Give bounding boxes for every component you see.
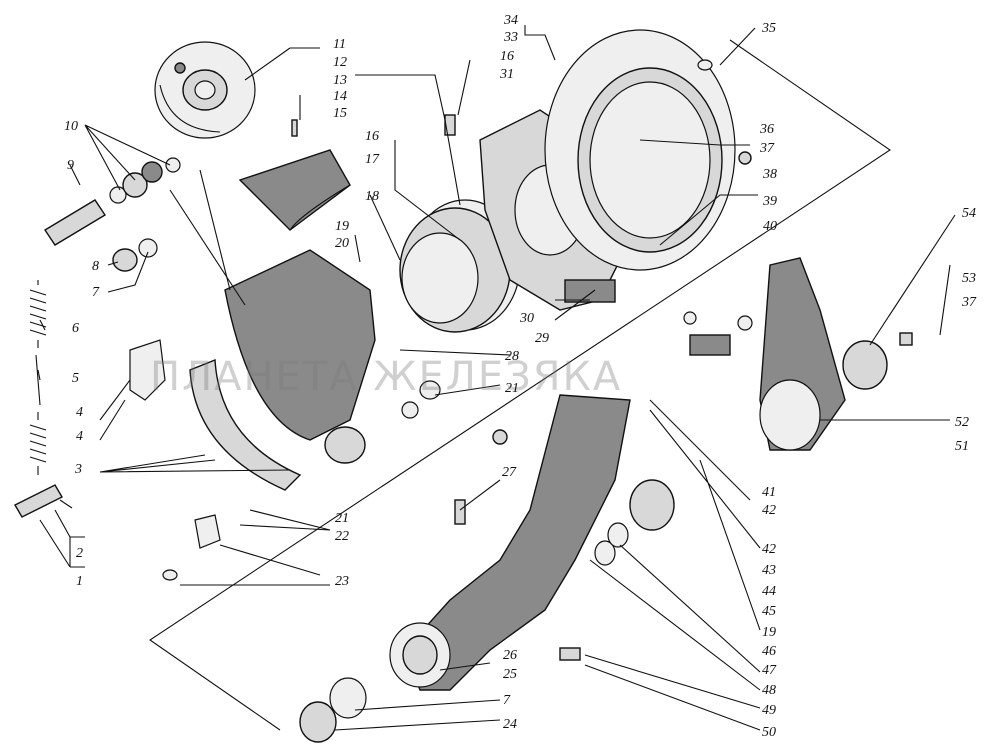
callout-39: 39 <box>762 194 777 209</box>
callout-7b: 7 <box>503 693 511 708</box>
brake-shield-11-12 <box>154 41 256 139</box>
callout-21b: 21 <box>335 511 349 526</box>
brake-plate-33-34 <box>544 29 736 271</box>
callout-7a: 7 <box>92 285 100 300</box>
callout-31: 31 <box>499 67 514 82</box>
callout-4a: 4 <box>76 405 83 420</box>
watermark-text: ПЛАНЕТА ЖЕЛЕЗЯКА <box>150 354 622 400</box>
callout-21a: 21 <box>505 381 519 396</box>
callout-29: 29 <box>535 331 549 346</box>
callout-52: 52 <box>955 415 969 430</box>
slack-adjuster-51-52-54 <box>759 257 913 451</box>
callout-53: 53 <box>962 271 976 286</box>
callout-34: 34 <box>503 13 518 28</box>
callout-37a: 37 <box>759 141 775 156</box>
callout-labels: 1 2 3 4 4 5 6 7 8 9 10 11 12 13 14 15 16… <box>64 13 977 740</box>
callout-40: 40 <box>763 219 777 234</box>
callout-37b: 37 <box>961 295 977 310</box>
callout-6: 6 <box>72 321 79 336</box>
callout-23: 23 <box>335 574 349 589</box>
callout-26: 26 <box>503 648 517 663</box>
callout-30: 30 <box>519 311 534 326</box>
callout-8: 8 <box>92 259 99 274</box>
callout-15: 15 <box>333 106 347 121</box>
callout-50: 50 <box>762 725 776 740</box>
callout-13: 13 <box>333 73 347 88</box>
callout-5: 5 <box>72 371 79 386</box>
callout-33: 33 <box>503 30 518 45</box>
callout-24: 24 <box>503 717 517 732</box>
callout-43: 43 <box>762 563 776 578</box>
callout-27: 27 <box>502 465 517 480</box>
knuckle-body <box>299 394 675 743</box>
callout-1: 1 <box>76 574 83 589</box>
callout-9: 9 <box>67 158 74 173</box>
callout-18: 18 <box>365 189 379 204</box>
callout-42b: 42 <box>762 542 776 557</box>
springs-and-pins-1-2-5-6 <box>14 280 73 518</box>
callout-44: 44 <box>762 584 776 599</box>
callout-47: 47 <box>762 663 777 678</box>
callout-25: 25 <box>503 667 517 682</box>
callout-46: 46 <box>762 644 776 659</box>
callout-22: 22 <box>335 529 349 544</box>
callout-2: 2 <box>76 546 83 561</box>
callout-11: 11 <box>333 37 346 52</box>
plug-and-ring-7-8 <box>112 238 158 272</box>
callout-4b: 4 <box>76 429 83 444</box>
callout-10: 10 <box>64 119 78 134</box>
callout-16b: 16 <box>365 129 379 144</box>
callout-36: 36 <box>759 122 774 137</box>
brake-lining-14-15 <box>238 119 351 231</box>
shaft-and-bearings-9-10 <box>44 157 181 246</box>
callout-48: 48 <box>762 683 776 698</box>
callout-28: 28 <box>505 349 519 364</box>
callout-19a: 19 <box>335 219 349 234</box>
callout-49: 49 <box>762 703 776 718</box>
leader-lines <box>37 25 956 731</box>
callout-41: 41 <box>762 485 776 500</box>
callout-20: 20 <box>335 236 349 251</box>
callout-45: 45 <box>762 604 776 619</box>
callout-17: 17 <box>365 152 380 167</box>
callout-12: 12 <box>333 55 347 70</box>
callout-14: 14 <box>333 89 347 104</box>
brake-shoes-3-4 <box>129 249 441 491</box>
callout-16a: 16 <box>500 49 514 64</box>
assembly-frame-lines <box>149 39 891 731</box>
callout-3: 3 <box>74 462 82 477</box>
callout-54: 54 <box>962 206 976 221</box>
small-fasteners <box>162 59 753 661</box>
callout-38: 38 <box>762 167 777 182</box>
callout-19b: 19 <box>762 625 776 640</box>
callout-51: 51 <box>955 439 969 454</box>
callout-42a: 42 <box>762 503 776 518</box>
callout-35: 35 <box>761 21 776 36</box>
